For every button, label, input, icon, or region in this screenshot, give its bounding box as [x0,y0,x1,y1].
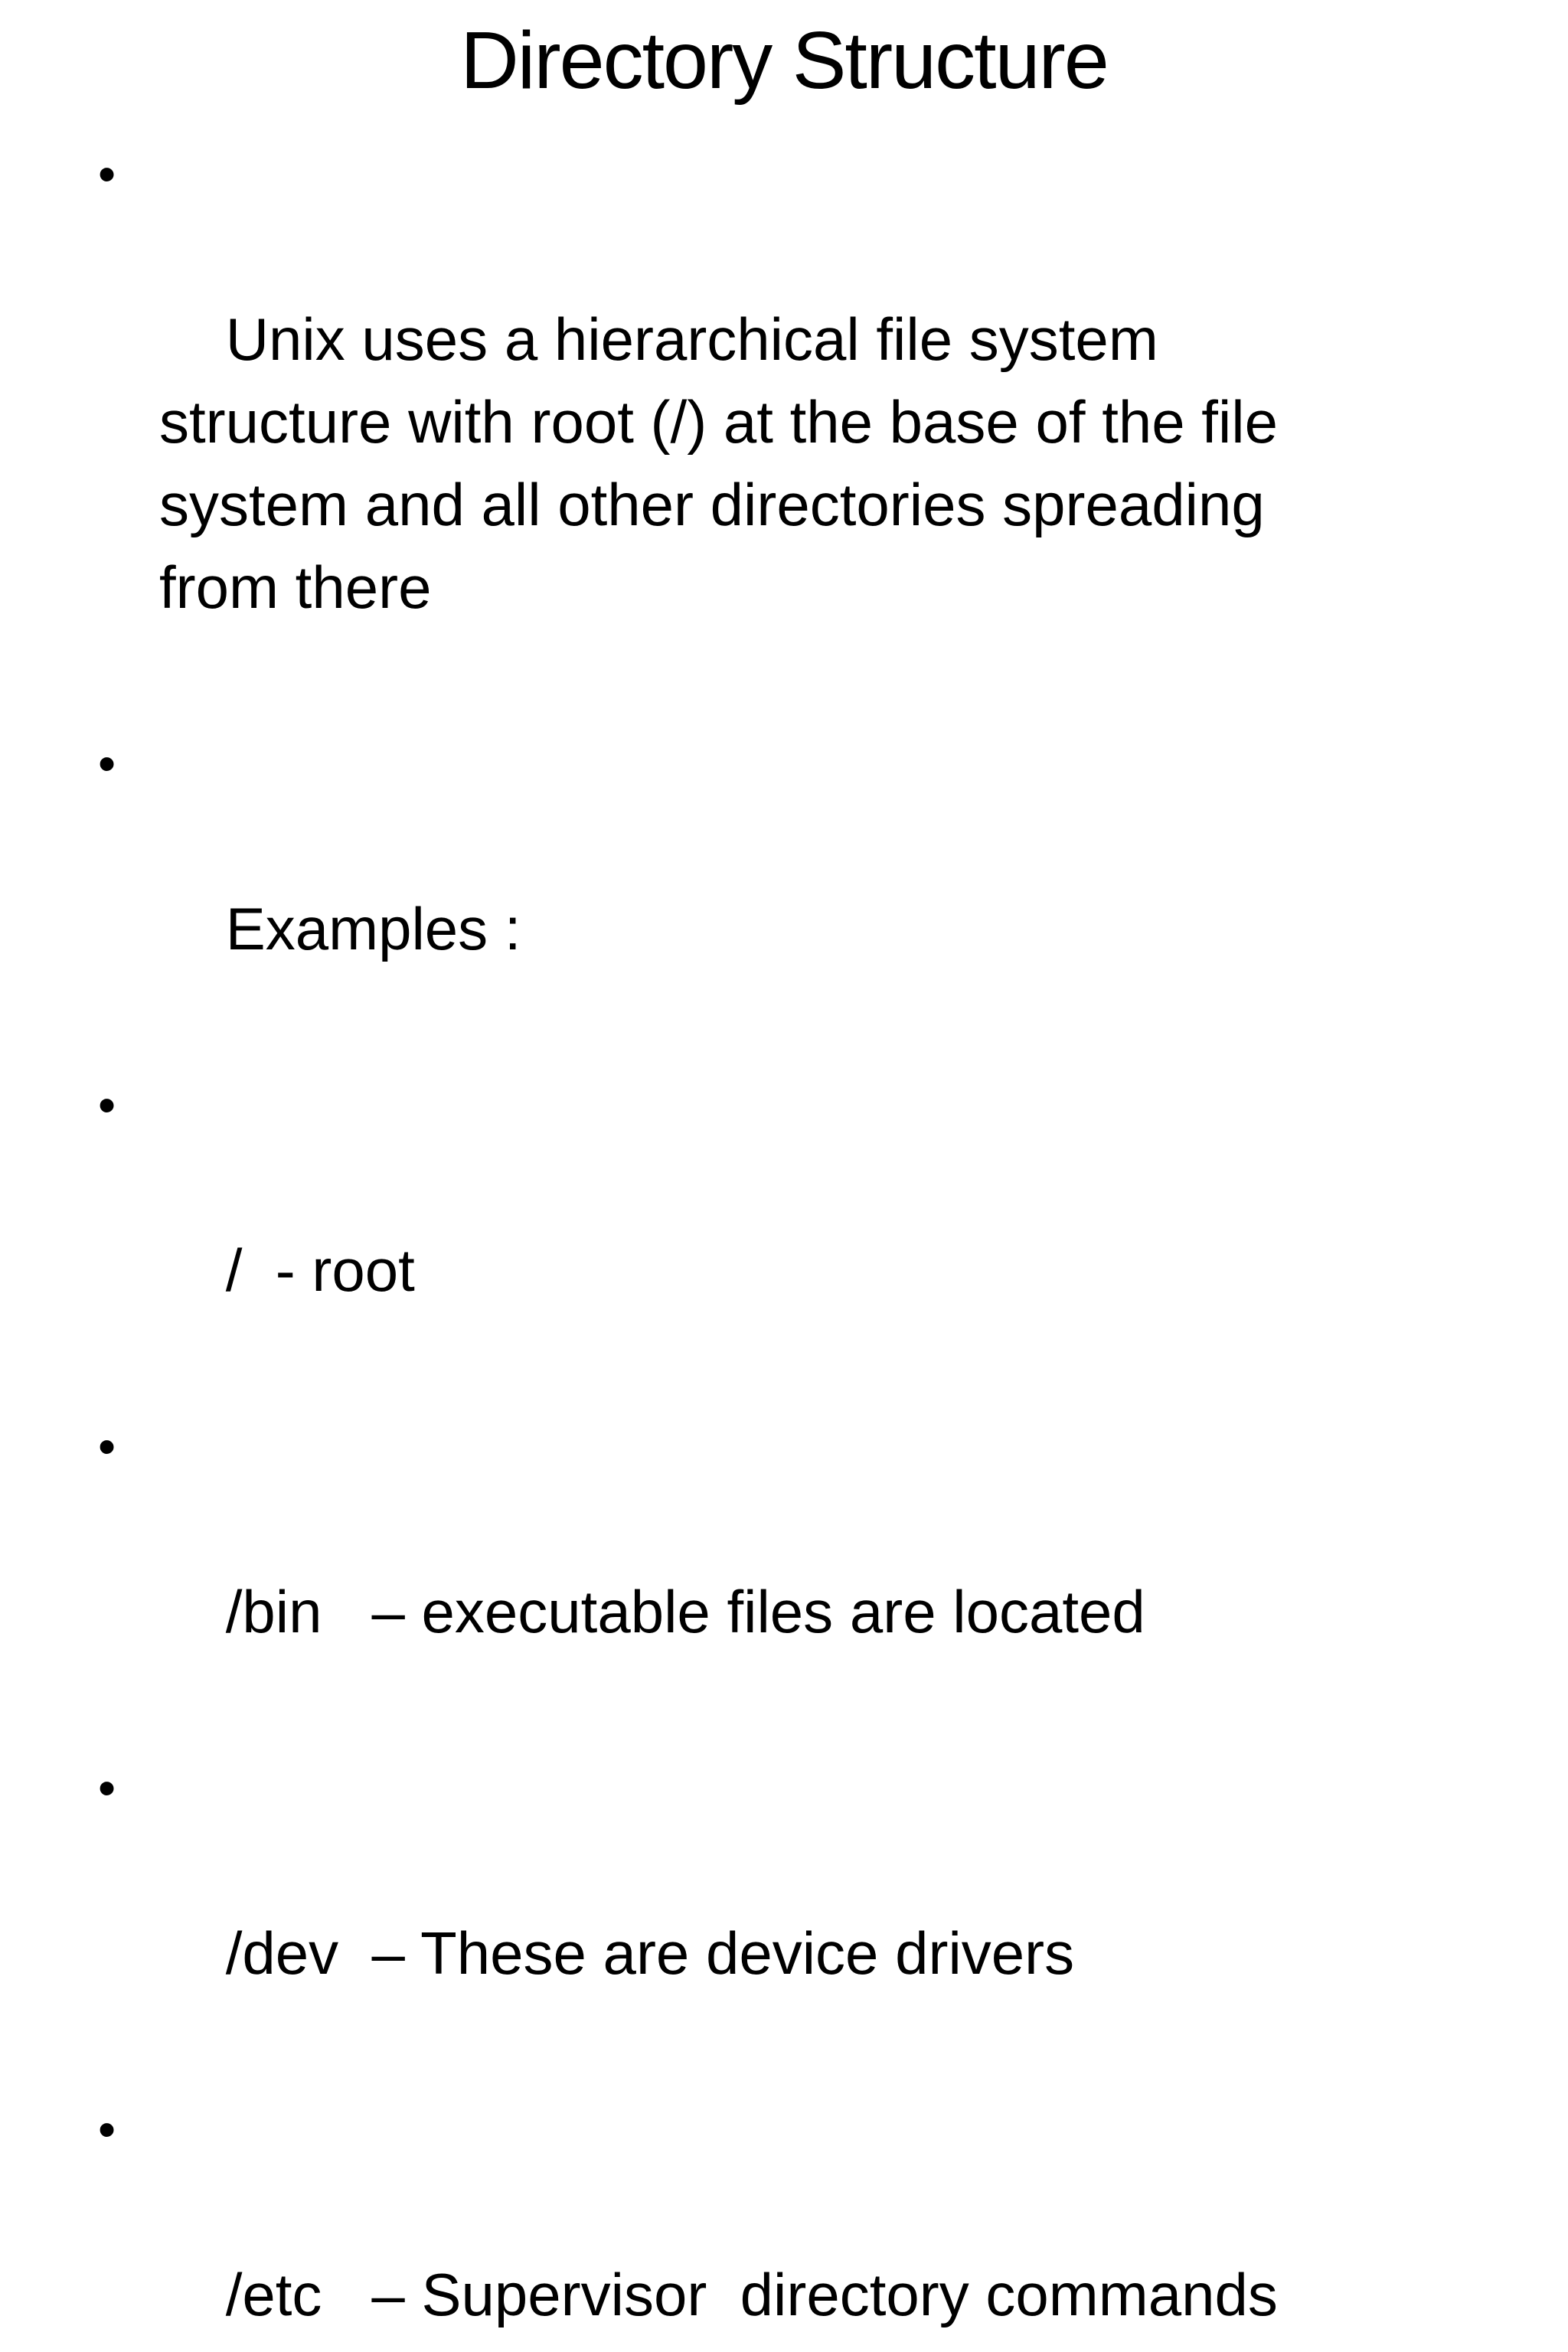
bullet-marker-icon: • [98,734,116,792]
bullet-item: • Examples : [98,722,1384,1053]
slide: Directory Structure • Unix uses a hierar… [0,15,1568,2328]
bullet-marker-icon: • [98,145,116,202]
bullet-item: • / - root [98,1063,1384,1394]
bullet-text: Examples : [225,894,521,962]
bullet-item: • Unix uses a hierarchical file system s… [98,132,1384,711]
bullet-item: • /dev – These are device drivers [98,1746,1384,2077]
bullet-item: • /bin – executable files are located [98,1405,1384,1736]
bullet-list: • Unix uses a hierarchical file system s… [98,132,1392,2352]
bullet-text: /dev – These are device drivers [225,1919,1075,1987]
bullet-item: • /etc – Supervisor directory commands [98,2088,1384,2352]
bullet-marker-icon: • [98,1759,116,1816]
bullet-marker-icon: • [98,1076,116,1133]
bullet-text: /bin – executable files are located [225,1577,1145,1645]
bullet-text: /etc – Supervisor directory commands [225,2260,1278,2328]
bullet-text: / - root [225,1236,415,1304]
bullet-marker-icon: • [98,2100,116,2158]
bullet-text: Unix uses a hierarchical file system str… [159,305,1295,621]
slide-title: Directory Structure [460,15,1109,106]
bullet-marker-icon: • [98,1417,116,1475]
